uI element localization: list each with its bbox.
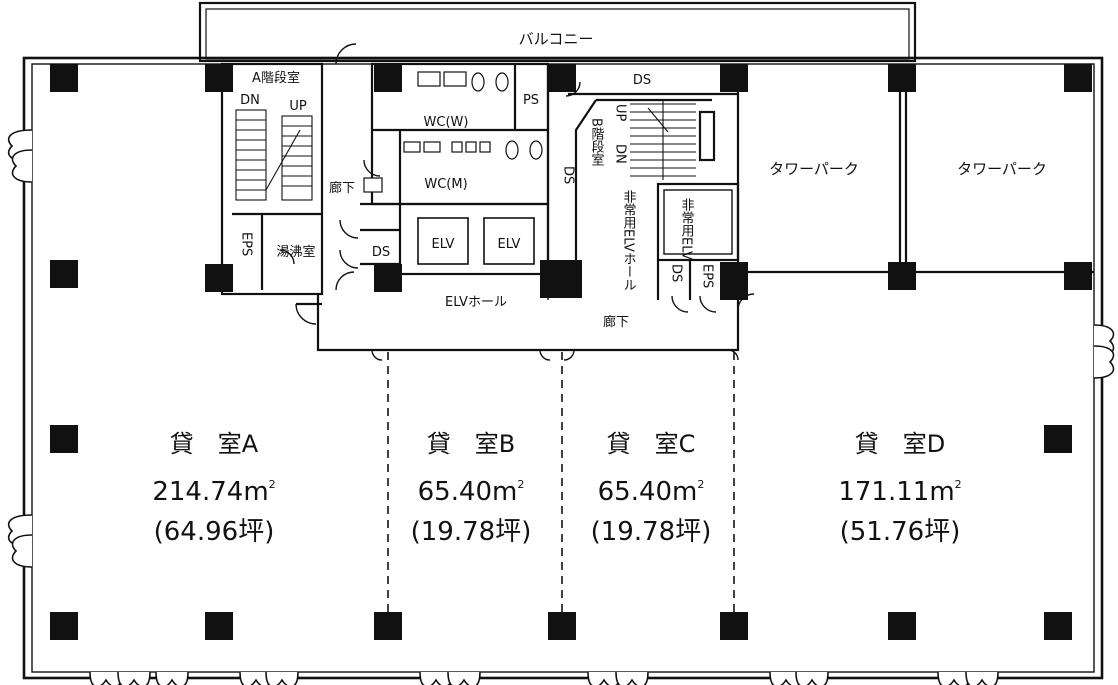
- ds-left-label: DS: [372, 245, 390, 260]
- emergency-elv-label: 非常用ELV: [679, 198, 695, 260]
- outer-wall: [22, 56, 1104, 680]
- kitchenette-label: 湯沸室: [276, 244, 315, 260]
- wc-m-label: WC(M): [424, 177, 467, 192]
- ds-top-label: DS: [633, 73, 651, 88]
- structural-columns: [50, 64, 1092, 640]
- core-walls: [220, 62, 1094, 352]
- room-c-tsubo: (19.78坪): [591, 517, 712, 547]
- elv2-label: ELV: [498, 237, 521, 252]
- stair-a-label: A階段室: [252, 70, 300, 86]
- elv1-label: ELV: [432, 237, 455, 252]
- room-a-name: 貸 室A: [170, 430, 259, 458]
- eps-small-label: EPS: [700, 264, 715, 288]
- room-c: 貸 室C 65.40m2 (19.78坪): [591, 430, 712, 547]
- eps-left-label: EPS: [239, 232, 254, 256]
- tower-park-2-label: タワーパーク: [957, 160, 1047, 178]
- wc-w-label: WC(W): [424, 115, 469, 130]
- bay-windows-right: [1093, 324, 1115, 379]
- balcony-label: バルコニー: [519, 30, 594, 48]
- room-d-tsubo: (51.76坪): [840, 517, 961, 547]
- stair-a-dn-label: DN: [240, 93, 260, 108]
- tower-park-1-label: タワーパーク: [769, 160, 859, 178]
- stair-a-up-label: UP: [289, 99, 307, 114]
- room-c-area: 65.40m2: [598, 477, 705, 507]
- stair-b-label: B階段室: [589, 118, 605, 166]
- tenant-partitions: [387, 352, 735, 620]
- toilet-fixtures: [363, 71, 543, 193]
- room-d-name: 貸 室D: [855, 430, 945, 458]
- stair-b-up-label: UP: [613, 104, 628, 122]
- corridor-left-label: 廊下: [329, 180, 355, 196]
- elv-hall-label: ELVホール: [445, 295, 507, 310]
- room-d-area: 171.11m2: [838, 477, 961, 507]
- corridor-right-label: 廊下: [603, 314, 629, 330]
- stair-a-treads: [235, 109, 313, 201]
- ds-mid-label: DS: [561, 166, 576, 184]
- room-b-area: 65.40m2: [418, 477, 525, 507]
- room-b-tsubo: (19.78坪): [411, 517, 532, 547]
- room-a-tsubo: (64.96坪): [154, 517, 275, 547]
- room-c-name: 貸 室C: [607, 430, 696, 458]
- ds-small-label: DS: [669, 264, 684, 282]
- ps-label: PS: [523, 93, 539, 108]
- room-a-area: 214.74m2: [152, 477, 275, 507]
- bay-windows-bottom: [89, 671, 999, 685]
- room-d: 貸 室D 171.11m2 (51.76坪): [838, 430, 961, 547]
- elevator-cars: [417, 217, 535, 265]
- bay-windows-left: [7, 129, 33, 568]
- emergency-elv-hall-label: 非常用ELVホール: [621, 190, 637, 291]
- room-a: 貸 室A 214.74m2 (64.96坪): [152, 430, 275, 547]
- stair-b-dn-label: DN: [613, 144, 628, 164]
- stair-b-treads: [630, 100, 696, 180]
- room-b-name: 貸 室B: [427, 430, 515, 458]
- room-b: 貸 室B 65.40m2 (19.78坪): [411, 430, 532, 547]
